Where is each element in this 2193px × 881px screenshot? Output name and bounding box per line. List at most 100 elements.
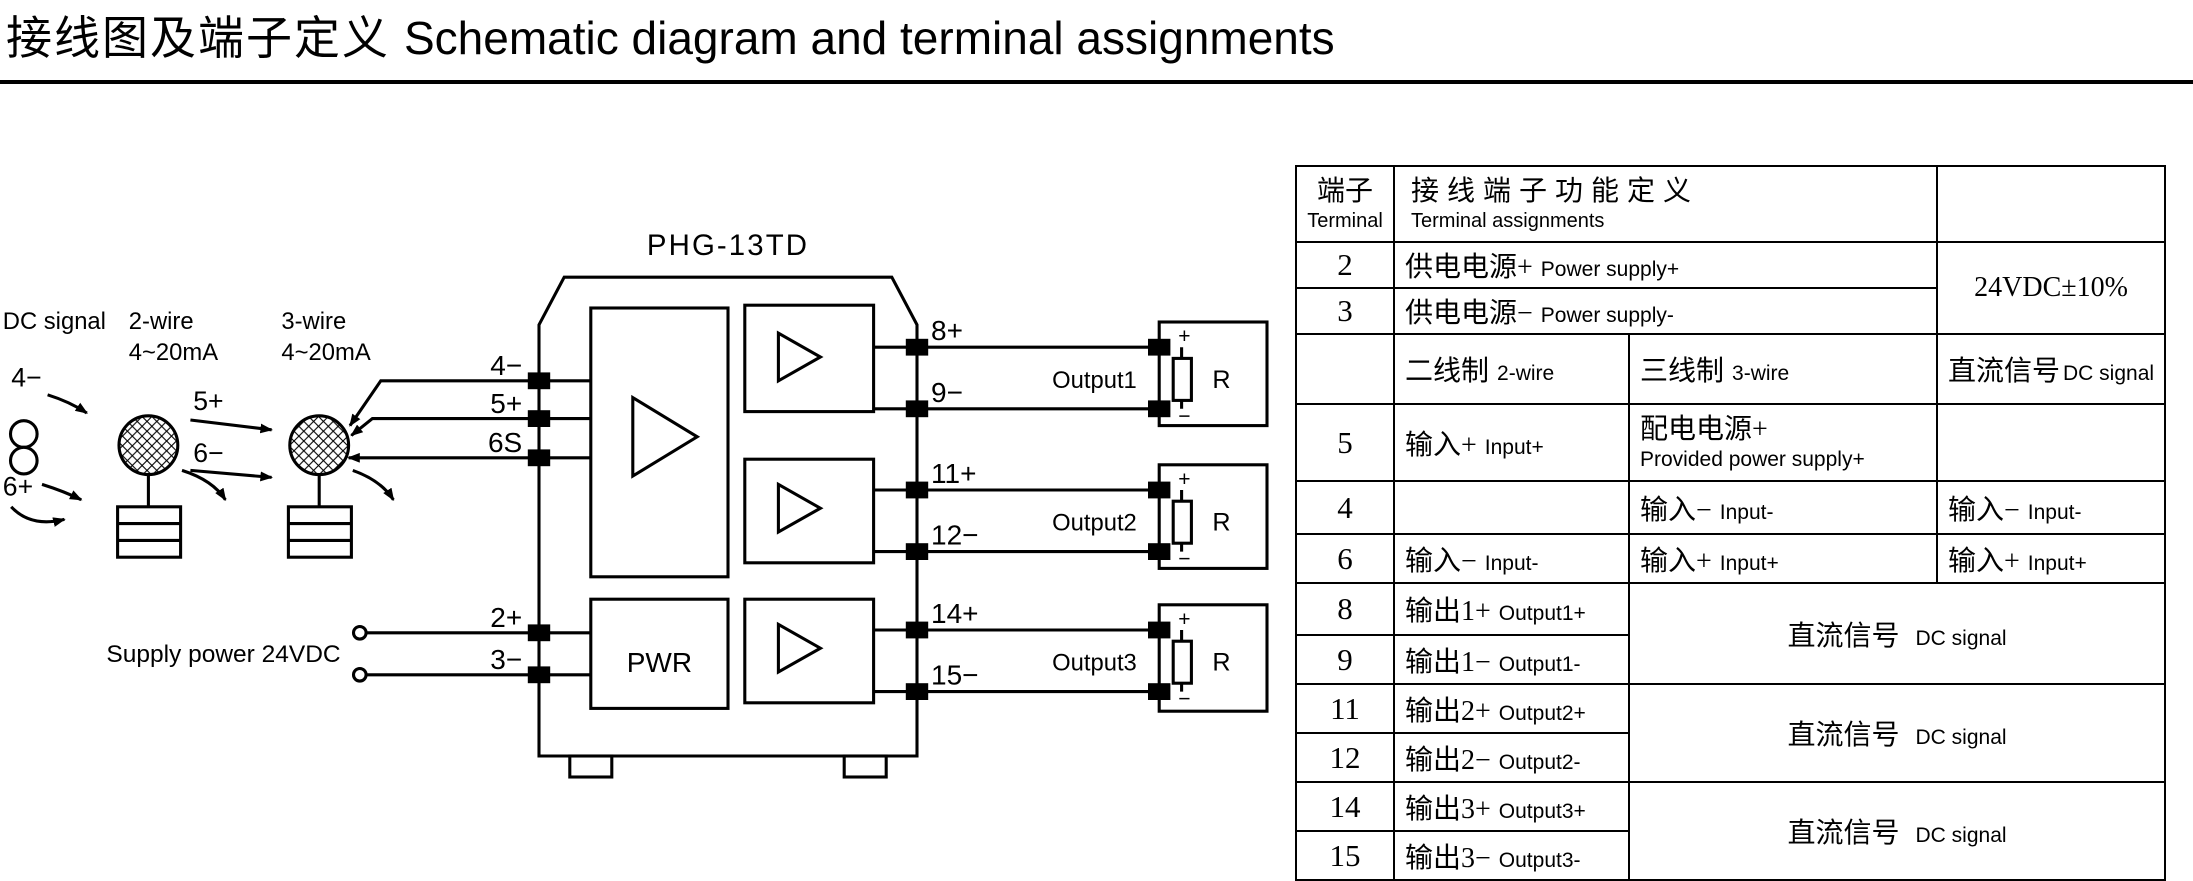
pin2-label: 2+ xyxy=(490,602,522,633)
source-plus-arrow xyxy=(47,393,88,415)
pin5-label: 5+ xyxy=(490,388,522,419)
load1-plus-label: + xyxy=(1178,325,1190,348)
arrow-5plus xyxy=(190,418,273,434)
function-cn: 输入− xyxy=(1640,494,1712,526)
dc-signal-cn: 直流信号 xyxy=(1787,818,1900,849)
load-terminal-block xyxy=(1148,481,1171,499)
function-en: Input- xyxy=(1484,551,1539,575)
wiring-3wire-en: 3-wire xyxy=(1732,362,1790,385)
function-cn: 输入− xyxy=(1405,545,1477,577)
transmitter-3wire-base xyxy=(286,505,353,559)
function-cn: 输入+ xyxy=(1405,429,1477,461)
function-en: Power supply+ xyxy=(1540,258,1680,281)
load3-minus-label: − xyxy=(1178,688,1190,711)
wiring-3wire-cell: 三线制 3-wire xyxy=(1628,333,1938,405)
function-en: Output1- xyxy=(1498,652,1581,676)
pin11-label: 11+ xyxy=(931,458,976,489)
pwr-label: PWR xyxy=(627,647,692,678)
header-terminal-cell: 端子 Terminal xyxy=(1295,165,1395,243)
terminal-number: 6 xyxy=(1295,533,1395,584)
transmitter-2wire-circle xyxy=(117,414,180,477)
header-function-cn: 接线端子功能定义 xyxy=(1411,176,1700,207)
terminal-number: 2 xyxy=(1295,241,1395,289)
terminal-block-3 xyxy=(527,666,551,684)
load3-plus-label: + xyxy=(1178,608,1190,631)
table-header-row: 端子 Terminal 接线端子功能定义 Terminal assignment… xyxy=(1295,165,2167,243)
function-cn: 配电电源+ xyxy=(1640,413,1768,445)
terminal-block-14 xyxy=(905,621,929,639)
terminal-number: 15 xyxy=(1295,830,1395,881)
function-en: Output2+ xyxy=(1498,701,1586,725)
header-terminal-en: Terminal xyxy=(1307,210,1383,232)
input-amplifier-box xyxy=(589,306,730,579)
amplifier-triangle xyxy=(776,621,824,675)
terminal-block-9 xyxy=(905,400,929,418)
terminal-number: 14 xyxy=(1295,781,1395,832)
terminal-number: 11 xyxy=(1295,683,1395,734)
table-row-terminal3: 3 供电电源− Power supply- xyxy=(1295,287,2165,335)
function-cell: 输入−Input- xyxy=(1935,480,2167,535)
load-terminal-block xyxy=(1148,683,1171,700)
terminal-block-8 xyxy=(905,338,929,356)
wiring-3wire-cn: 三线制 xyxy=(1640,356,1725,387)
wire5-arrow-label: 5+ xyxy=(193,386,223,416)
source-curved-arrow xyxy=(10,505,66,527)
function-cell: 输入+Input+ xyxy=(1935,533,2167,584)
load2-resistor xyxy=(1171,499,1193,545)
terminal-block-2 xyxy=(527,624,551,642)
function-en: Output2- xyxy=(1498,750,1581,774)
table-row-terminal2: 2 供电电源+Power supply+ 24VDC±10% xyxy=(1295,241,2167,335)
load2-plus-label: + xyxy=(1178,468,1190,491)
load3-resistor xyxy=(1171,639,1193,685)
title-underline xyxy=(0,80,2193,84)
terminal-block-4 xyxy=(527,372,551,390)
terminal-number: 3 xyxy=(1295,287,1395,335)
wiring-dc-cn: 直流信号 xyxy=(1948,356,2061,387)
load3-box xyxy=(1157,603,1269,713)
table-row-terminal12: 12 输出2−Output2- xyxy=(1295,732,2165,783)
terminal-block-12 xyxy=(905,543,929,560)
load3-r-label: R xyxy=(1212,649,1230,677)
terminal-number: 8 xyxy=(1295,582,1395,636)
terminal-block-6 xyxy=(527,449,551,467)
function-cell: 输出1−Output1- xyxy=(1393,634,1630,685)
load2-minus-label: − xyxy=(1178,548,1190,571)
load1-minus-label: − xyxy=(1178,405,1190,428)
function-cn: 供电电源− xyxy=(1405,298,1533,329)
function-en: Power supply- xyxy=(1540,304,1674,327)
dc-source-circle xyxy=(8,445,39,476)
output3-amplifier-box xyxy=(743,597,876,705)
table-row-terminal9: 9 输出1−Output1- xyxy=(1295,634,2165,685)
function-en: Input+ xyxy=(1719,551,1779,575)
function-cn: 输入+ xyxy=(1948,545,2020,577)
arrow-6minus xyxy=(190,468,273,482)
load-terminal-block xyxy=(1148,338,1171,356)
terminal-block-5 xyxy=(527,410,551,427)
header-function-cell: 接线端子功能定义 Terminal assignments xyxy=(1393,165,1938,243)
function-en: Output1+ xyxy=(1498,602,1586,625)
supply-terminal-circle xyxy=(351,624,368,641)
function-en: Provided power supply+ xyxy=(1640,447,1865,471)
transmitter-3wire-curved-arrow xyxy=(352,468,395,501)
function-cell: 配电电源+ Provided power supply+ xyxy=(1628,403,1938,482)
device-body xyxy=(537,275,919,758)
mounting-foot xyxy=(842,754,888,779)
output1-label: Output1 xyxy=(1052,367,1137,394)
wire-terminal5 xyxy=(350,417,591,437)
pin6-label: 6S xyxy=(488,427,522,458)
function-cn: 供电电源+ xyxy=(1405,252,1533,283)
dc-signal-cn: 直流信号 xyxy=(1787,620,1900,652)
output2-label: Output2 xyxy=(1052,510,1137,537)
output3-label: Output3 xyxy=(1052,650,1137,677)
terminal-number: 9 xyxy=(1295,634,1395,685)
pin12-label: 12− xyxy=(931,520,979,551)
function-en: Output3+ xyxy=(1498,799,1586,823)
